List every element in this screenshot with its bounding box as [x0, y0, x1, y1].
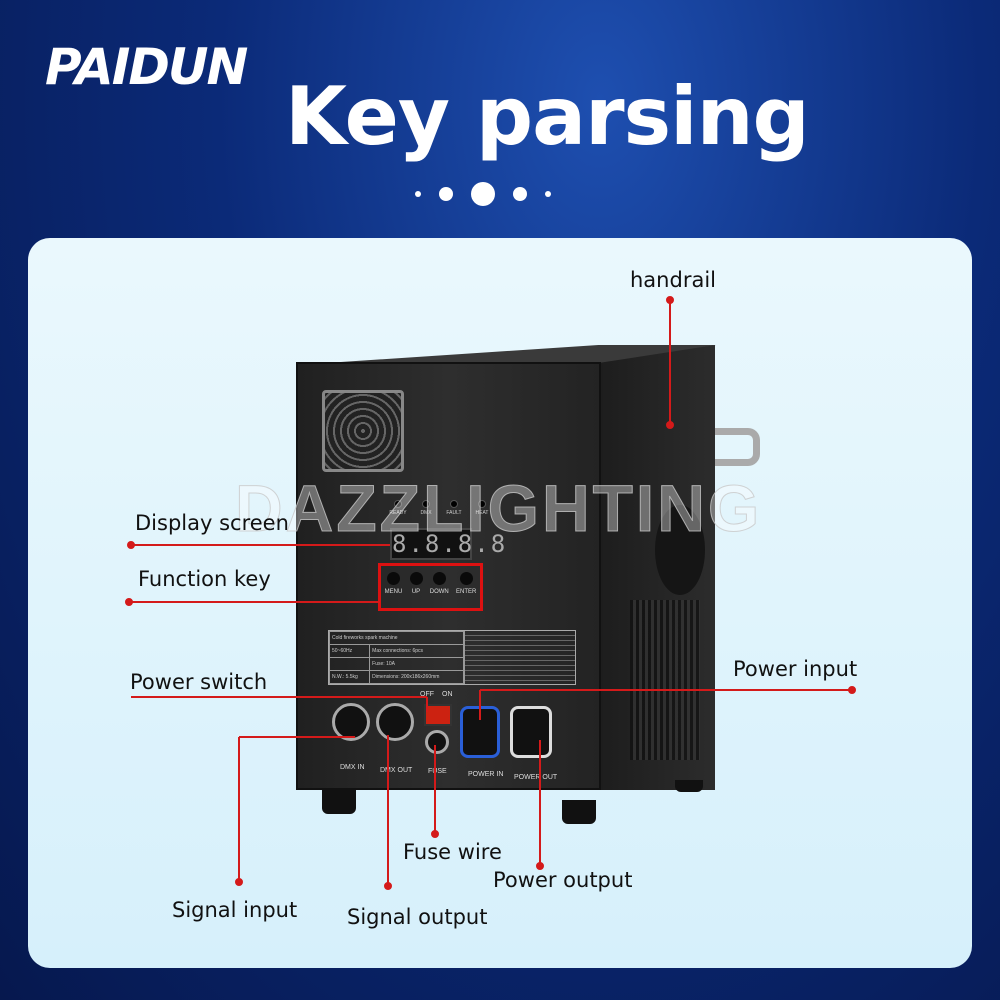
switch-off-label: OFF: [420, 691, 434, 698]
power-switch[interactable]: [424, 704, 452, 726]
callout-fuse: Fuse wire: [403, 840, 502, 864]
enter-key[interactable]: ENTER: [456, 572, 476, 608]
led-label: DMX: [420, 510, 432, 516]
switch-on-label: ON: [442, 691, 453, 698]
callout-signal-input: Signal input: [172, 898, 298, 922]
menu-key[interactable]: MENU: [385, 572, 402, 608]
carousel-dots: [415, 182, 551, 206]
port-label: FUSE: [428, 768, 447, 775]
up-key[interactable]: UP: [409, 572, 423, 608]
watermark: DAZZLIGHTING: [234, 471, 763, 546]
port-label: DMX OUT: [380, 767, 413, 774]
led-label: HEAT: [475, 510, 489, 516]
brand-logo: PAIDUN: [45, 38, 248, 96]
callout-signal-output: Signal output: [347, 905, 488, 929]
port-label: DMX IN: [340, 764, 365, 771]
plate-dims: Dimensions: 200x186x260mm: [369, 670, 465, 684]
callout-display: Display screen: [135, 511, 289, 535]
side-knob: [655, 505, 705, 595]
dmx-out-port: [376, 703, 414, 741]
port-label: POWER IN: [468, 771, 504, 778]
fuse-holder: [425, 730, 449, 754]
vent-grill: [630, 600, 700, 760]
led-label: READY: [389, 510, 407, 516]
plate-weight: N.W.: 5.5kg: [328, 670, 371, 684]
callout-power-input: Power input: [733, 657, 858, 681]
status-leds: READY DMX FAULT HEAT: [388, 500, 492, 516]
fan-icon: [322, 390, 404, 472]
power-out-port: [510, 706, 552, 758]
warning-text: [464, 631, 575, 684]
port-label: POWER OUT: [514, 774, 558, 781]
dmx-in-port: [332, 703, 370, 741]
foot: [322, 790, 356, 814]
display-screen: 8.8.8.8: [390, 528, 508, 560]
callout-handrail: handrail: [630, 268, 716, 292]
page-title: Key parsing: [285, 70, 810, 163]
callout-power-output: Power output: [493, 868, 633, 892]
callout-function-key: Function key: [138, 567, 271, 591]
down-key[interactable]: DOWN: [430, 572, 449, 608]
led-label: FAULT: [446, 510, 462, 516]
callout-power-switch: Power switch: [130, 670, 268, 694]
foot: [675, 780, 703, 792]
foot: [562, 800, 596, 824]
function-keys: MENU UP DOWN ENTER: [378, 563, 483, 611]
